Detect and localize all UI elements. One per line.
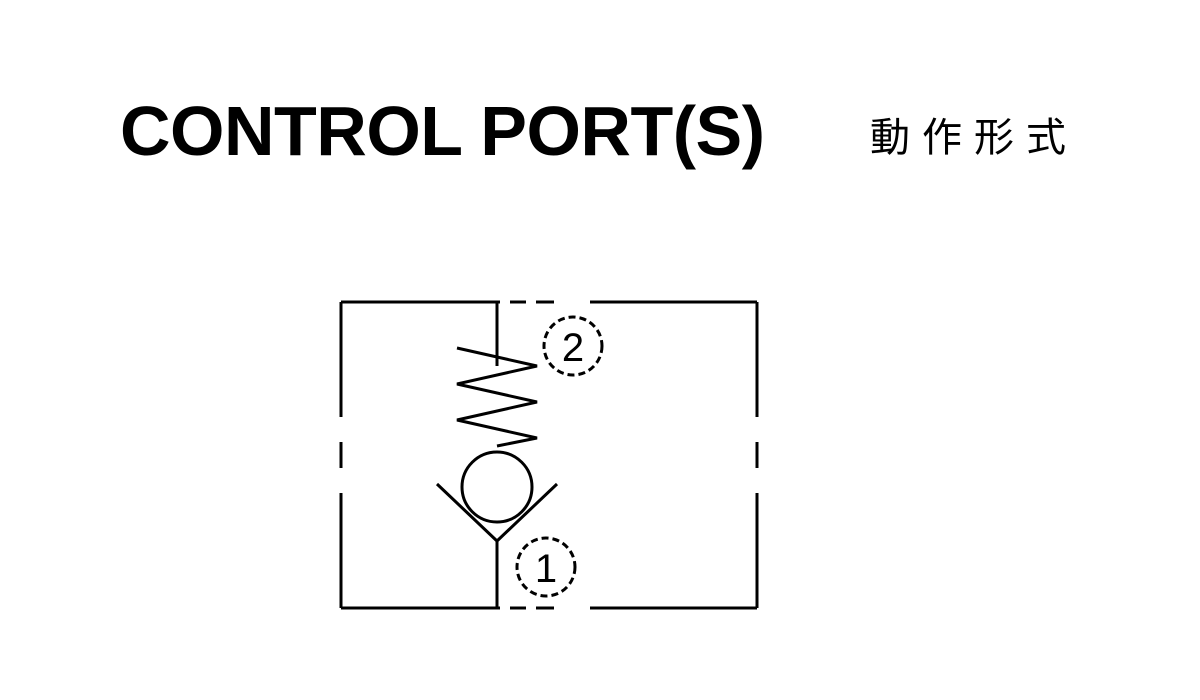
title-row: CONTROL PORT(S) 動作形式: [0, 86, 1200, 176]
ball-symbol: [460, 450, 534, 524]
envelope-box: [339, 300, 759, 610]
port-2-label: 2: [562, 326, 584, 370]
spring-symbol: [456, 346, 538, 448]
port-1-label: 1: [535, 547, 557, 591]
page-title-chinese: 動作形式: [870, 115, 1078, 161]
port-2-circle: [542, 315, 604, 377]
page-title: CONTROL PORT(S): [120, 92, 765, 170]
seat-symbol: [435, 482, 559, 544]
port-1-circle: [515, 536, 577, 598]
